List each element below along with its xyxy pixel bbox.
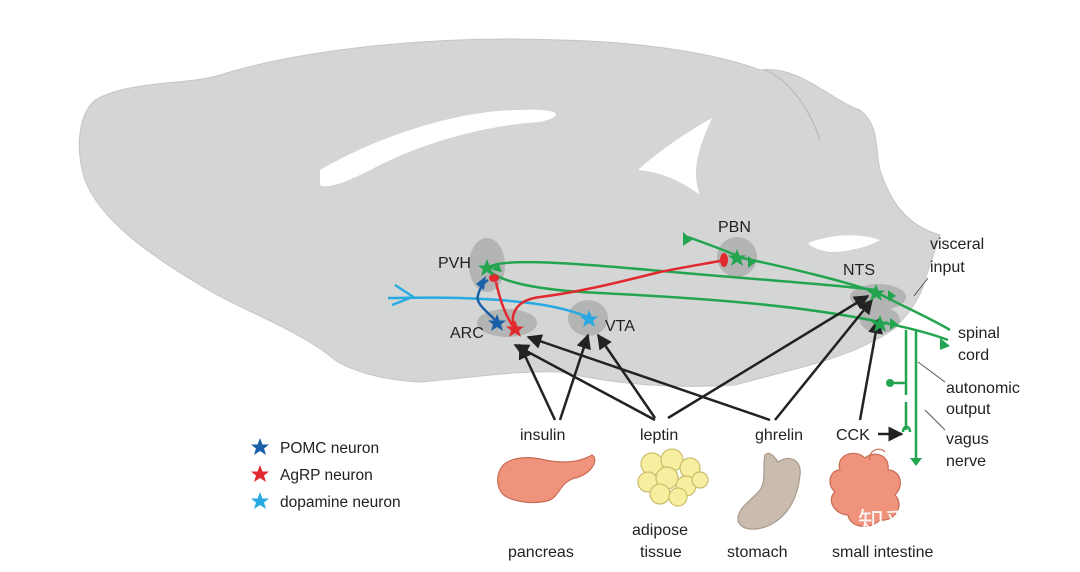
green-terminal-nts-1 — [888, 290, 896, 301]
arc-star-agrp — [506, 320, 524, 337]
label-pbn: PBN — [718, 219, 751, 236]
cerebellum-notch — [764, 69, 821, 141]
label-spinal-2: cord — [958, 347, 989, 364]
vagus-terminal — [910, 458, 922, 466]
pomc-fiber — [476, 278, 498, 323]
dopamine-fiber-branch-2 — [391, 296, 411, 307]
legend-star-dopamine — [251, 492, 269, 509]
green-tract-nts-spinal — [877, 291, 951, 332]
green-tract-pvh-to-spinal — [485, 267, 949, 342]
label-vta: VTA — [605, 318, 635, 335]
arrow-cck-to-nts — [858, 318, 883, 421]
green-terminal-pbn — [748, 256, 756, 268]
label-small-intestine: small intestine — [832, 544, 933, 561]
small-intestine-shape — [829, 448, 901, 527]
label-nts: NTS — [843, 262, 875, 279]
nts-star-upper — [867, 284, 885, 301]
dopamine-fiber-branch-1 — [394, 283, 416, 300]
autonomic-leader — [917, 361, 946, 383]
pancreas-shape — [497, 454, 596, 504]
pomc-terminal — [476, 276, 486, 290]
arrow-leptin-to-vta — [596, 333, 657, 419]
vta-star-dopamine — [580, 310, 598, 327]
arrow-ghrelin-to-nts — [774, 298, 873, 421]
arrow-ghrelin-to-arc — [526, 334, 771, 422]
agrp-terminal-pvh — [489, 274, 499, 282]
legend: POMC neuron AgRP neuron dopamine neuron — [251, 438, 401, 511]
label-cck: CCK — [836, 427, 870, 444]
hormone-arrows — [513, 294, 904, 442]
label-stomach: stomach — [727, 544, 787, 561]
label-autonomic-1: autonomic — [946, 380, 1020, 397]
agrp-terminal-pbn — [720, 253, 728, 267]
watermark: 知乎 @Qian Y — [858, 508, 1029, 538]
green-terminal-left — [683, 232, 692, 246]
label-adipose-2: tissue — [640, 544, 682, 561]
green-terminal-spinal — [940, 338, 950, 350]
stomach-shape — [737, 452, 801, 530]
label-spinal-1: spinal — [958, 325, 1000, 342]
label-vagus-1: vagus — [946, 431, 989, 448]
label-adipose-1: adipose — [632, 522, 688, 539]
arrow-leptin-to-arc — [513, 343, 656, 422]
nts-star-lower — [871, 315, 889, 332]
autonomic-output-dot — [886, 379, 894, 387]
label-pancreas: pancreas — [508, 544, 574, 561]
label-ghrelin: ghrelin — [755, 427, 803, 444]
label-insulin: insulin — [520, 427, 565, 444]
label-visceral-1: visceral — [930, 236, 984, 253]
adipose-shape — [637, 448, 709, 507]
label-autonomic-2: output — [946, 401, 991, 418]
legend-label-agrp: AgRP neuron — [280, 467, 373, 484]
label-visceral-2: input — [930, 259, 965, 276]
legend-label-pomc: POMC neuron — [280, 440, 379, 457]
legend-star-agrp — [251, 465, 269, 482]
dopamine-fiber — [387, 296, 591, 320]
corpus-callosum-cut — [320, 109, 557, 187]
arc-star-pomc — [488, 314, 506, 331]
pbn-star-green — [728, 249, 746, 266]
label-arc: ARC — [450, 325, 484, 342]
label-vagus-2: nerve — [946, 453, 986, 470]
green-terminal-nts-2 — [890, 318, 898, 330]
legend-label-dopamine: dopamine neuron — [280, 494, 401, 511]
agrp-fiber-to-pvh — [494, 281, 516, 329]
vagus-leader — [924, 409, 946, 431]
cerebellum-cut-2 — [808, 235, 880, 252]
pvh-star-green — [478, 259, 496, 276]
visceral-leader — [913, 277, 929, 297]
agrp-fiber-to-pbn — [511, 258, 726, 329]
green-terminal-pvh — [492, 262, 502, 272]
label-pvh: PVH — [438, 255, 471, 272]
cerebellum-cut-1 — [638, 118, 712, 195]
green-tract-pbn — [687, 235, 879, 295]
legend-star-pomc — [251, 438, 269, 455]
label-leptin: leptin — [640, 427, 678, 444]
